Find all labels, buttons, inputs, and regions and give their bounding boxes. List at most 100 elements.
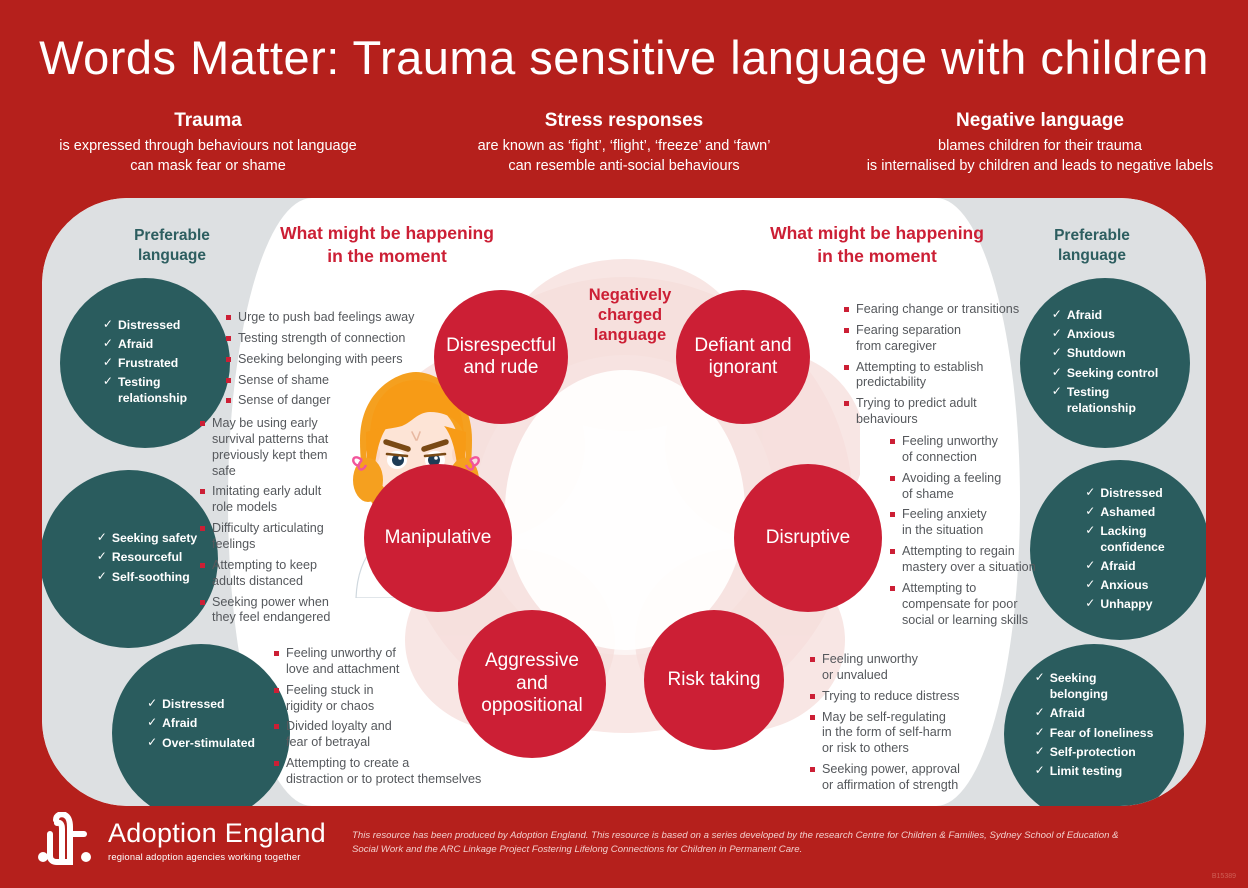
red-circle-label: Manipulative [384, 526, 492, 548]
preferable-language-item: ✓Self-protection [1035, 744, 1154, 760]
preferable-language-list-4: ✓Afraid ✓Anxious ✓Shutdown ✓Seeking cont… [1046, 307, 1165, 419]
moment-list-item: Imitating early adult role models [200, 484, 360, 516]
tick-icon: ✓ [96, 530, 107, 545]
preferable-language-item-label: Seeking belonging [1049, 671, 1108, 702]
moment-list-item: Attempting to establish predictability [844, 360, 1064, 392]
bullet-square-icon [274, 724, 279, 730]
preferable-language-item: ✓Anxious [1085, 577, 1164, 593]
tick-icon: ✓ [1085, 558, 1096, 573]
preferable-language-item: ✓Self-soothing [97, 569, 197, 585]
preferable-language-circle-4[interactable]: ✓Afraid ✓Anxious ✓Shutdown ✓Seeking cont… [1020, 278, 1190, 448]
header-column-title: Negative language [956, 110, 1124, 131]
moment-list-item-label: Fearing separation from caregiver [856, 322, 962, 353]
preferable-language-item: ✓Afraid [103, 336, 187, 352]
credit-text: This resource has been produced by Adopt… [352, 830, 1119, 855]
preferable-language-item: ✓Limit testing [1035, 763, 1154, 779]
header-column-line: can mask fear or shame [130, 157, 286, 174]
preferable-language-item: ✓Testing relationship [1052, 384, 1159, 416]
adoption-england-logo: Adoption England regional adoption agenc… [36, 812, 326, 870]
bullet-square-icon [844, 364, 849, 370]
moment-list-item: Fearing separation from caregiver [844, 323, 1064, 355]
moment-list-item-label: Seeking belonging with peers [238, 351, 403, 366]
tick-icon: ✓ [1085, 522, 1096, 537]
moment-list-item: Fearing change or transitions [844, 302, 1064, 318]
red-circle-aggressive[interactable]: Aggressive and oppositional [458, 610, 606, 758]
red-circle-manipulative[interactable]: Manipulative [364, 464, 512, 612]
moment-list-item-label: Seeking power when they feel endangered [212, 594, 331, 625]
tick-icon: ✓ [1034, 724, 1045, 739]
moment-list-item: Seeking power, approval or affirmation o… [810, 762, 1040, 794]
preferable-language-circle-5[interactable]: ✓Distressed ✓Ashamed ✓Lacking confidence… [1030, 460, 1206, 640]
preferable-language-item-label: Self-soothing [111, 569, 190, 584]
bullet-square-icon [226, 377, 231, 383]
tick-icon: ✓ [1034, 705, 1045, 720]
moment-list-item: Urge to push bad feelings away [226, 310, 446, 326]
preferable-language-item: ✓Frustrated [103, 355, 187, 371]
preferable-language-item-label: Testing relationship [117, 375, 188, 406]
moment-list-item: Testing strength of connection [226, 331, 446, 347]
bullet-square-icon [226, 398, 231, 404]
red-circle-label: Risk taking [667, 668, 761, 690]
moment-list-item: Attempting to keep adults distanced [200, 558, 360, 590]
bullet-square-icon [226, 335, 231, 341]
header-column-title: Trauma [174, 110, 242, 131]
logo-text-block: Adoption England regional adoption agenc… [108, 820, 326, 863]
preferable-language-circle-1[interactable]: ✓Distressed ✓Afraid ✓Frustrated ✓Testing… [60, 278, 230, 448]
bullet-square-icon [810, 657, 815, 662]
red-circle-risk-taking[interactable]: Risk taking [644, 610, 784, 750]
preferable-language-item: ✓Resourceful [97, 549, 197, 565]
moment-list-item-label: Sense of shame [238, 372, 330, 387]
preferable-language-item: ✓Anxious [1052, 326, 1159, 342]
moment-list-item: Attempting to create a distraction or to… [274, 756, 504, 788]
moment-list-item: Feeling unworthy of love and attachment [274, 646, 504, 678]
tick-icon: ✓ [102, 374, 113, 389]
moment-list-item: Attempting to compensate for poor social… [890, 581, 1120, 629]
moment-list-item-label: Attempting to establish predictability [856, 359, 984, 390]
preferable-language-list-3: ✓Distressed ✓Afraid ✓Over-stimulated [141, 696, 261, 753]
preferable-language-circle-6[interactable]: ✓Seeking belonging ✓Afraid ✓Fear of lone… [1004, 644, 1184, 806]
tick-icon: ✓ [1051, 383, 1062, 398]
adoption-england-mark-icon [38, 812, 91, 865]
tick-icon: ✓ [1085, 503, 1096, 518]
bullet-square-icon [226, 356, 231, 362]
preferable-language-item-label: Afraid [1066, 308, 1103, 323]
bullet-square-icon [844, 401, 849, 407]
moment-list-right-2: Feeling unworthy of connection Avoiding … [890, 434, 1120, 633]
header-column-title: Stress responses [544, 110, 704, 131]
moment-list-item: Feeling unworthy or unvalued [810, 652, 1040, 684]
bullet-square-icon [810, 693, 815, 699]
bullet-square-icon [890, 475, 895, 481]
bullet-square-icon [200, 526, 205, 532]
tick-icon: ✓ [147, 696, 158, 711]
moment-list-left-2: May be using early survival patterns tha… [200, 416, 360, 631]
bullet-square-icon [200, 489, 205, 495]
preferable-language-item-label: Fear of loneliness [1049, 725, 1154, 740]
preferable-language-item: ✓Seeking safety [97, 530, 197, 546]
preferable-language-item-label: Seeking control [1066, 365, 1159, 380]
header-column-line: can resemble anti-social behaviours [508, 157, 740, 174]
preferable-language-item-label: Resourceful [111, 550, 183, 565]
preferable-language-item-label: Limit testing [1049, 763, 1123, 778]
bullet-square-icon [810, 714, 815, 720]
red-circle-disrespectful[interactable]: Disrespectful and rude [434, 290, 568, 424]
moment-list-item: Seeking power when they feel endangered [200, 595, 360, 627]
preferable-language-item: ✓ Fear of loneliness [1035, 725, 1154, 741]
red-circle-defiant[interactable]: Defiant and ignorant [676, 290, 810, 424]
preferable-language-circle-2[interactable]: ✓Seeking safety ✓Resourceful ✓Self-sooth… [42, 470, 218, 648]
red-circle-label: Disrespectful and rude [446, 334, 556, 378]
bullet-square-icon [844, 327, 849, 333]
header-column-line: is internalised by children and leads to… [866, 157, 1214, 174]
preferable-language-circle-3[interactable]: ✓Distressed ✓Afraid ✓Over-stimulated [112, 644, 290, 806]
moment-list-item: Trying to predict adult behaviours [844, 396, 1064, 428]
moment-list-item: May be using early survival patterns tha… [200, 416, 360, 479]
red-circle-label: Disruptive [765, 526, 851, 548]
moment-list-item-label: Feeling unworthy or unvalued [822, 652, 918, 682]
preferable-language-item: ✓ Testing relationship [103, 374, 187, 406]
moment-list-item-label: Avoiding a feeling of shame [902, 470, 1002, 501]
tick-icon: ✓ [102, 335, 113, 350]
heading-what-might-be-happening-right: What might be happening in the moment [770, 223, 984, 266]
moment-list-item: Attempting to regain mastery over a situ… [890, 544, 1120, 576]
red-circle-disruptive[interactable]: Disruptive [734, 464, 882, 612]
preferable-language-item: ✓Over-stimulated [147, 735, 255, 751]
